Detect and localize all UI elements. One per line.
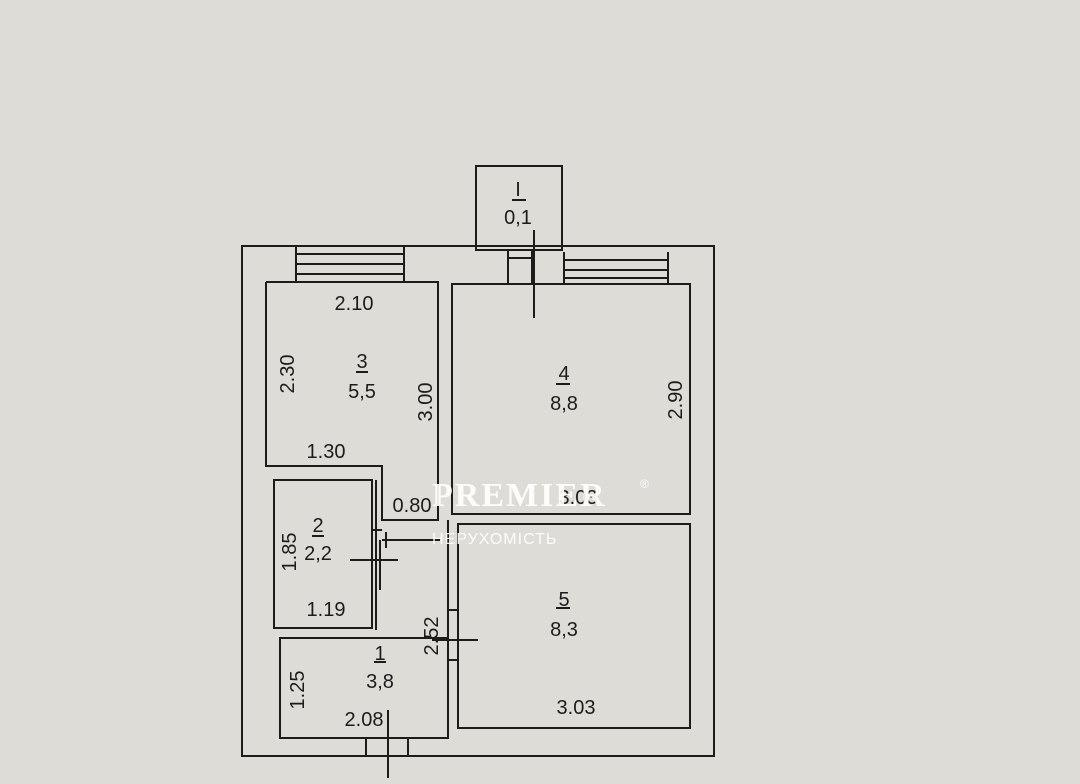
room-1-area: 3,8 <box>366 671 394 693</box>
window-right <box>563 252 669 284</box>
room-2-number: 2 <box>312 515 323 537</box>
room-5-number: 5 <box>558 589 569 611</box>
room-2-outline <box>273 479 373 629</box>
dim-corridor: 2.52 <box>421 617 443 656</box>
room-3-area: 5,5 <box>348 381 376 403</box>
room-5-outline <box>457 523 691 729</box>
room-2-area: 2,2 <box>304 543 332 565</box>
watermark-brand-mark: ® <box>640 477 650 491</box>
dim-room1-bottom: 2.08 <box>345 709 384 731</box>
room-4-area: 8,8 <box>550 393 578 415</box>
room-1-number: 1 <box>374 643 385 665</box>
dim-room2-bottom: 1.19 <box>307 599 346 621</box>
dim-door-width: 0.80 <box>393 495 432 517</box>
dim-room4-bottom: 3.03 <box>559 487 598 509</box>
dim-room5-bottom: 3.03 <box>557 697 596 719</box>
room-I-number: I <box>515 179 521 201</box>
window-left <box>295 246 405 282</box>
outer-wall <box>241 245 715 757</box>
balcony-door <box>507 250 533 284</box>
watermark-brand: PREMIER <box>432 477 607 514</box>
balcony-outline <box>475 165 563 251</box>
room-I-area: 0,1 <box>504 207 532 229</box>
dim-room3-top: 2.10 <box>335 293 374 315</box>
dim-room3-left: 2.30 <box>277 355 299 394</box>
room-3-outline <box>265 281 439 521</box>
room-5-area: 8,3 <box>550 619 578 641</box>
watermark-subtitle: НЕРУХОМІСТЬ <box>432 531 557 548</box>
dim-room4-right: 2.90 <box>665 381 687 420</box>
dim-room3-bottom: 1.30 <box>307 441 346 463</box>
room-3-number: 3 <box>356 351 367 373</box>
room-4-number: 4 <box>558 363 569 385</box>
dim-room2-left: 1.85 <box>279 533 301 572</box>
watermark: PREMIER ® НЕРУХОМІСТЬ <box>432 477 650 548</box>
room-4-outline <box>451 283 691 515</box>
dim-room1-left: 1.25 <box>287 671 309 710</box>
dim-room3-right: 3.00 <box>415 383 437 422</box>
